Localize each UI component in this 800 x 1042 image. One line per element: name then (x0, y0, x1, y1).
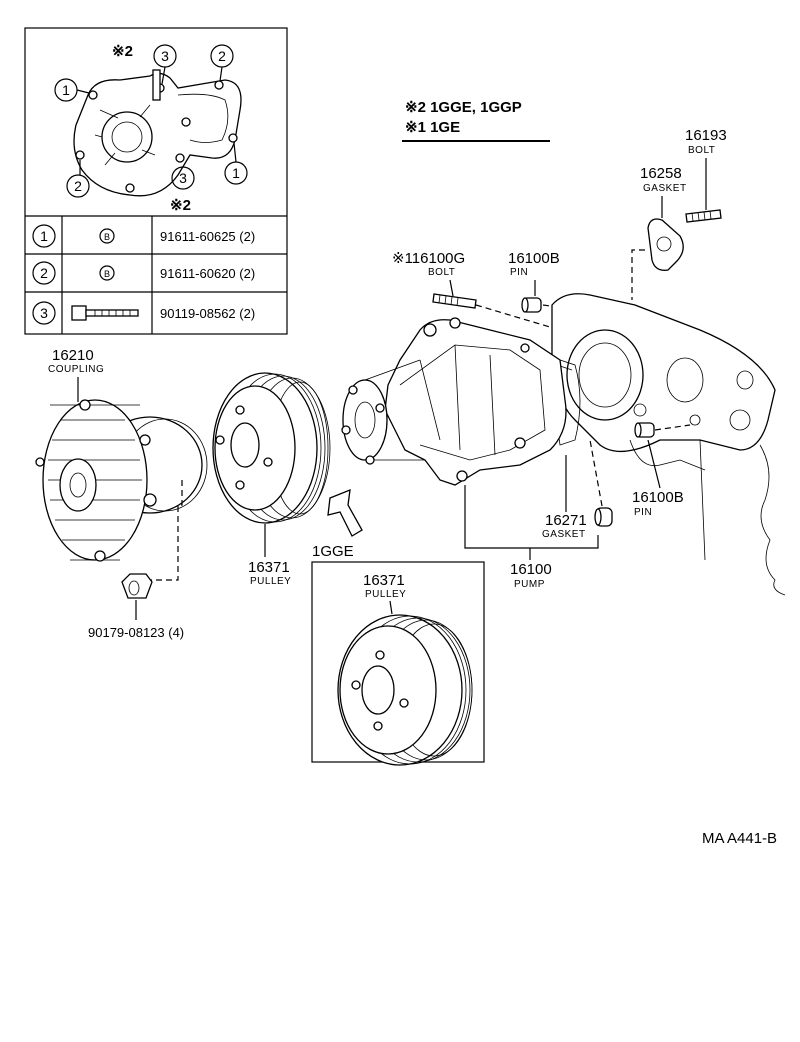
pin-16100b-right (634, 422, 655, 438)
pulley-1gge (337, 614, 473, 766)
bolt-16193 (685, 209, 722, 223)
pulley-main (212, 372, 331, 524)
timing-cover (551, 293, 786, 596)
bolt-16100g-name: BOLT (428, 267, 455, 278)
gasket-16258 (647, 218, 684, 271)
engine-legend: ※2 1GGE, 1GGP ※1 1GE (402, 99, 550, 142)
inset-panel: 1 3 2 2 3 1 ※2 ※2 1 B 91611-60625 (2) 2 … (24, 27, 288, 335)
legend-line-2: ※1 1GE (405, 119, 460, 136)
table-row-1-symbol: B (104, 232, 110, 242)
pulley-box-title: 1GGE (312, 543, 354, 560)
bolt-16100g-number: ※116100G (392, 250, 465, 267)
pin-16100b-top (521, 297, 542, 313)
pump-name: PUMP (514, 579, 545, 590)
flange-bolt-icon (71, 305, 139, 321)
inset-mark-top: ※2 (112, 43, 133, 60)
nut-number: 90179-08123 (4) (88, 625, 184, 640)
bolt-16193-number: 16193 (685, 127, 727, 144)
inset-callout-1b: 1 (232, 165, 240, 181)
drawing-code: MA A441-B (702, 830, 777, 847)
pulley-name: PULLEY (250, 576, 291, 587)
inset-callout-2a: 2 (218, 48, 226, 64)
legend-line-1: ※2 1GGE, 1GGP (405, 99, 522, 116)
pin-top-name: PIN (510, 267, 528, 278)
pulley-1gge-name: PULLEY (365, 589, 406, 600)
direction-arrow-icon (327, 488, 363, 537)
fan-coupling (35, 399, 208, 562)
inset-callout-2b: 2 (74, 178, 82, 194)
pulley-number: 16371 (248, 559, 290, 576)
gasket-16271-pin (594, 507, 613, 527)
nut-90179 (121, 573, 153, 599)
inset-callout-3a: 3 (161, 48, 169, 64)
pulley-1gge-number: 16371 (363, 572, 405, 589)
table-row-2-part: 91611-60620 (2) (160, 266, 255, 281)
water-pump (341, 317, 567, 486)
coupling-number: 16210 (52, 347, 94, 364)
table-row-3-num: 3 (40, 305, 48, 321)
pump-cover-drawing (73, 69, 242, 197)
bolt-16100g (432, 293, 477, 309)
pin-right-name: PIN (634, 507, 652, 518)
table-row-2-num: 2 (40, 265, 48, 281)
pin-top-number: 16100B (508, 250, 560, 267)
table-row-1-part: 91611-60625 (2) (160, 229, 255, 244)
table-row-2-symbol: B (104, 269, 110, 279)
table-row-3-part: 90119-08562 (2) (160, 306, 255, 321)
table-row-1-num: 1 (40, 228, 48, 244)
gasket-16258-number: 16258 (640, 165, 682, 182)
gasket-16258-name: GASKET (643, 183, 687, 194)
inset-mark-bottom: ※2 (170, 197, 191, 214)
gasket-16271-name: GASKET (542, 529, 586, 540)
inset-callout-3b: 3 (179, 170, 187, 186)
pin-right-number: 16100B (632, 489, 684, 506)
bolt-16193-name: BOLT (688, 145, 715, 156)
pump-number: 16100 (510, 561, 552, 578)
inset-callout-1a: 1 (62, 82, 70, 98)
coupling-name: COUPLING (48, 364, 104, 375)
gasket-16271-number: 16271 (545, 512, 587, 529)
